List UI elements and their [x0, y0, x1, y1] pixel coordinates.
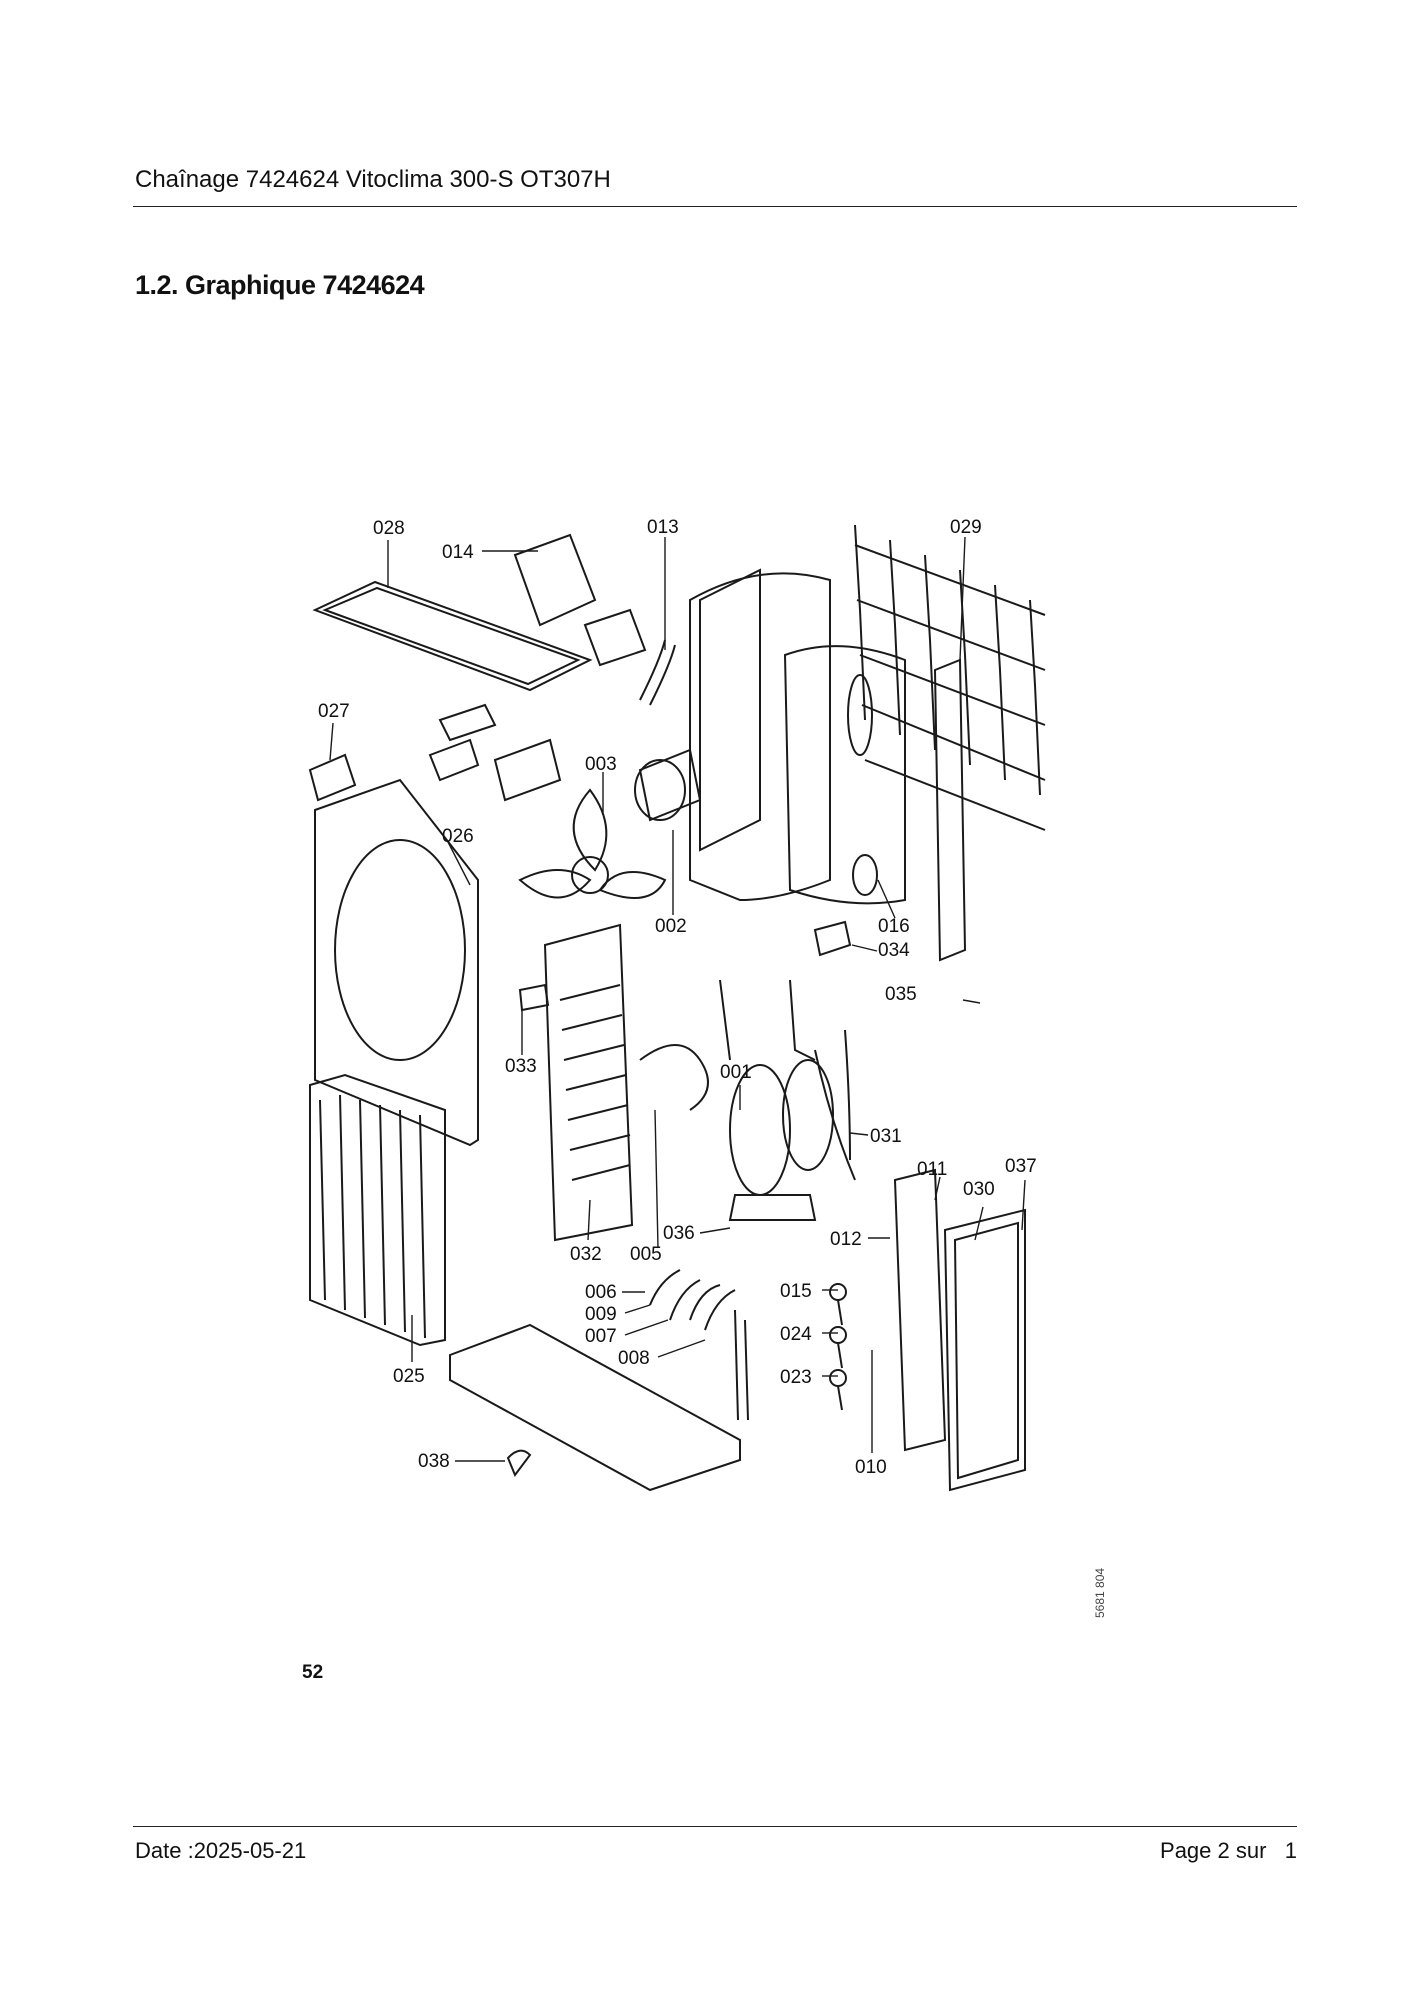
part-front-frame [314, 778, 479, 1147]
label-033: 033 [505, 1056, 537, 1077]
label-011: 011 [917, 1159, 947, 1180]
part-handle [518, 983, 550, 1012]
label-023: 023 [780, 1367, 812, 1388]
part-rear-grid-guard [854, 524, 1046, 831]
part-filter [852, 854, 878, 896]
document-code: 5681 804 [1093, 1567, 1107, 1618]
drawing-page-number: 52 [302, 1662, 324, 1683]
label-032: 032 [570, 1244, 602, 1265]
section-heading: 1.2. Graphique 7424624 [135, 270, 425, 300]
label-013: 013 [647, 517, 679, 538]
label-009: 009 [585, 1304, 617, 1325]
label-038: 038 [418, 1451, 450, 1472]
label-036: 036 [663, 1223, 695, 1244]
label-026: 026 [442, 826, 474, 847]
label-002: 002 [655, 916, 687, 937]
footer-rule [133, 1826, 1297, 1827]
label-007: 007 [585, 1326, 617, 1347]
part-fan-motor [634, 748, 702, 822]
label-014: 014 [442, 542, 474, 563]
part-sensor-cable [814, 1029, 856, 1181]
label-024: 024 [780, 1324, 812, 1345]
label-016: 016 [878, 916, 910, 937]
part-pipe-brackets [734, 1309, 749, 1421]
part-valve-column [933, 658, 967, 962]
part-small-bracket [308, 703, 562, 802]
part-relay-box [813, 920, 852, 957]
part-top-cover [312, 580, 593, 692]
label-008: 008 [618, 1348, 650, 1369]
label-015: 015 [780, 1281, 812, 1302]
label-010: 010 [855, 1457, 887, 1478]
part-cable-harness [639, 639, 676, 706]
label-028: 028 [373, 518, 405, 539]
label-025: 025 [393, 1366, 425, 1387]
part-base-tray [449, 1323, 741, 1492]
header-rule [133, 206, 1297, 207]
label-027: 027 [318, 701, 350, 722]
label-006: 006 [585, 1282, 617, 1303]
part-compressor [728, 1059, 834, 1221]
leader-lines [329, 536, 1026, 1462]
part-labels: 028 014 013 029 027 003 026 002 016 034 … [318, 517, 1037, 1478]
part-drain-elbow [506, 1449, 532, 1478]
header-title: Chaînage 7424624 Vitoclima 300-S OT307H [135, 166, 611, 193]
label-030: 030 [963, 1179, 995, 1200]
part-fan-propeller [518, 788, 667, 899]
part-refrigerant-pipes [639, 979, 816, 1111]
part-control-board [513, 533, 647, 667]
part-cable-set [649, 1269, 736, 1331]
label-005: 005 [630, 1244, 662, 1265]
part-front-grille [309, 1073, 446, 1347]
label-001: 001 [720, 1062, 752, 1083]
part-service-door [943, 1208, 1026, 1492]
part-reservoir [847, 674, 873, 756]
footer-page-indicator: Page 2 sur 1 [1160, 1838, 1297, 1863]
part-side-panel [543, 923, 634, 1242]
label-034: 034 [878, 940, 910, 961]
label-029: 029 [950, 517, 982, 538]
part-service-valves [829, 1283, 847, 1411]
label-035: 035 [885, 984, 917, 1005]
part-condenser-housing [689, 568, 906, 905]
label-031: 031 [870, 1126, 902, 1147]
label-037: 037 [1005, 1156, 1037, 1177]
label-012: 012 [830, 1229, 862, 1250]
part-electrical-box [893, 1168, 947, 1452]
label-003: 003 [585, 754, 617, 775]
footer-date: Date :2025-05-21 [135, 1838, 307, 1863]
